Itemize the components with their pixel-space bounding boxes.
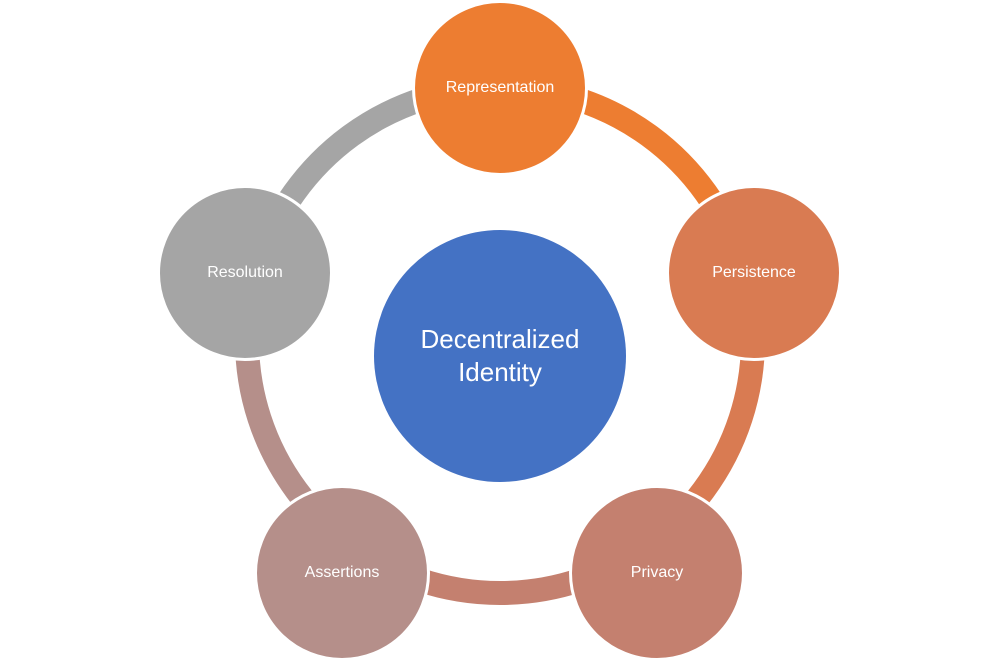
node-privacy-label: Privacy [630, 564, 684, 581]
node-persistence: Persistence [666, 185, 842, 361]
center-node-decentralized-identity: Decentralized Identity [374, 230, 626, 482]
node-representation: Representation [412, 0, 588, 176]
node-assertions-label: Assertions [304, 564, 380, 581]
node-persistence-label: Persistence [712, 264, 796, 281]
node-resolution-label: Resolution [207, 264, 283, 281]
center-node-label: Decentralized Identity [420, 324, 580, 387]
node-privacy: Privacy [569, 485, 745, 661]
node-assertions: Assertions [254, 485, 430, 661]
node-resolution: Resolution [157, 185, 333, 361]
node-representation-label: Representation [445, 79, 555, 96]
